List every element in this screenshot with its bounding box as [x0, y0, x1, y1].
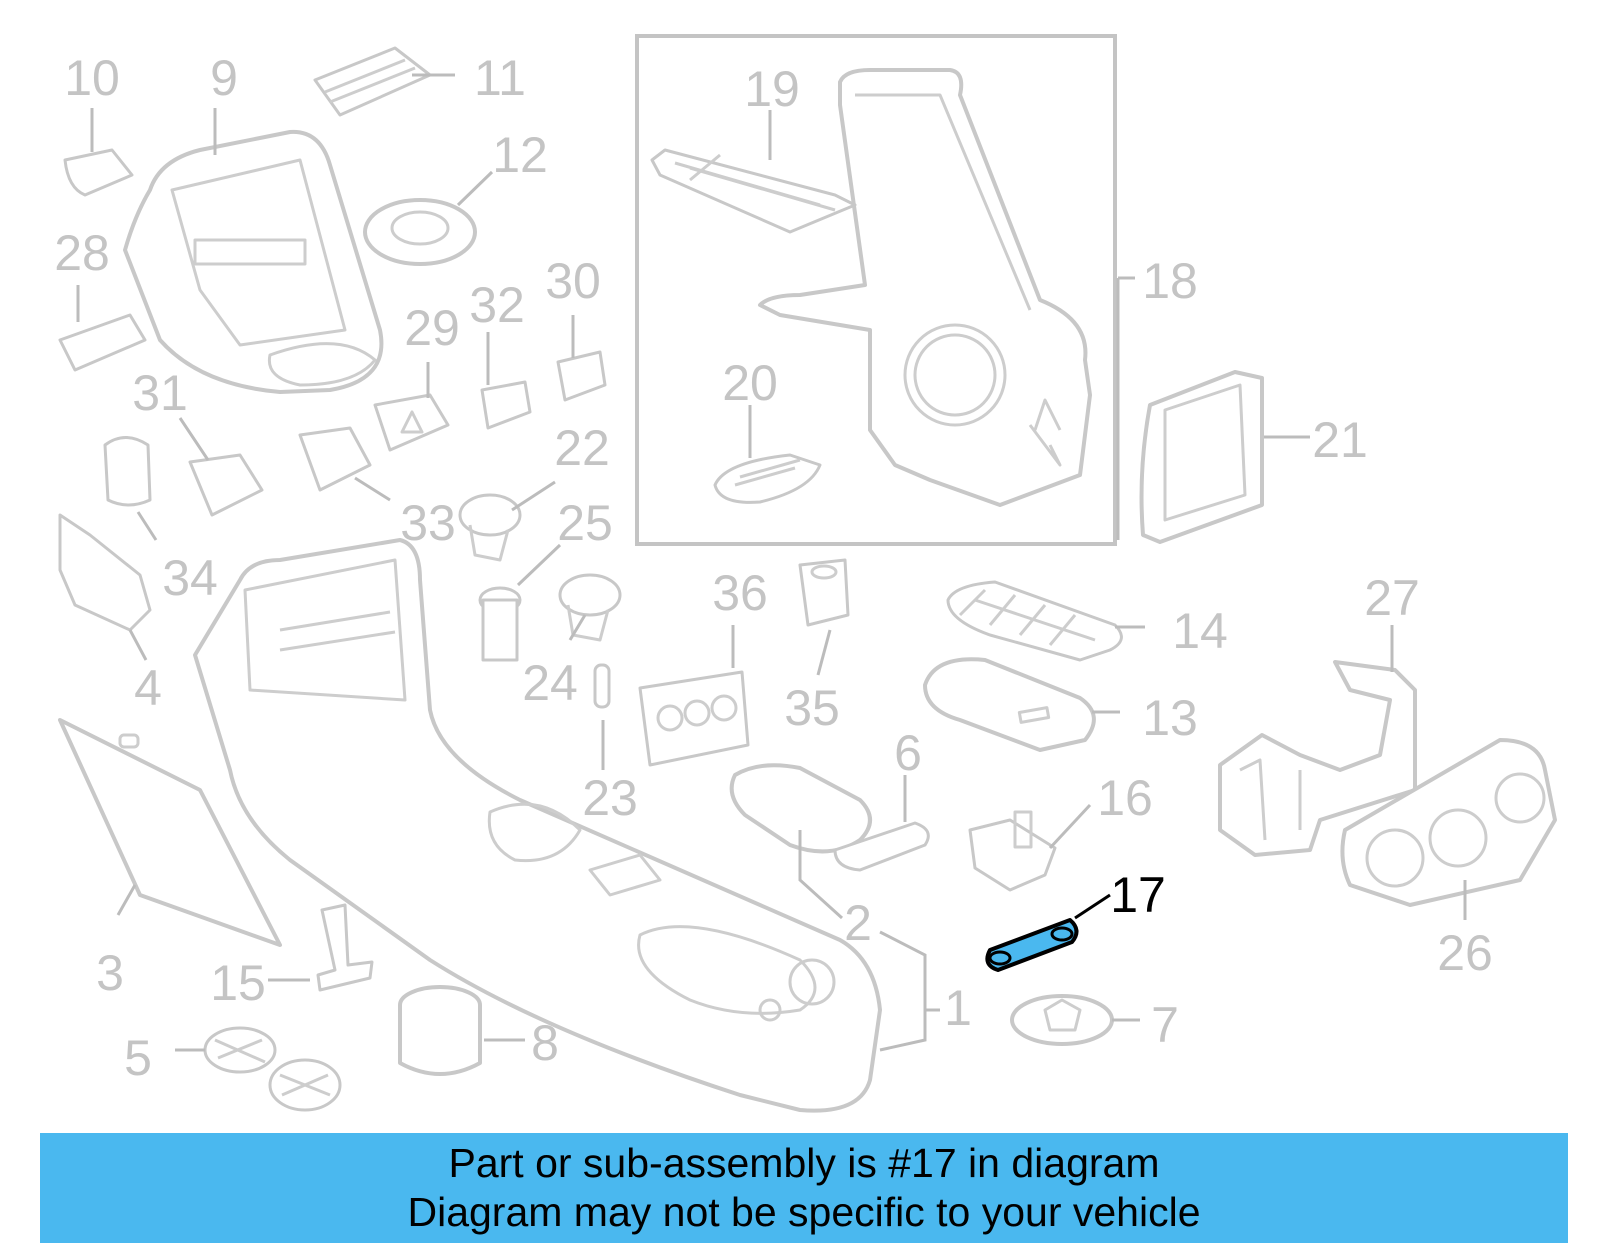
callout-27: 27 — [1364, 570, 1420, 626]
part-16-mount[interactable] — [968, 810, 1057, 892]
part-31-switch[interactable] — [188, 453, 264, 517]
callout-7: 7 — [1151, 997, 1179, 1053]
callout-17-highlighted: 17 — [1110, 867, 1166, 923]
callout-5: 5 — [124, 1030, 152, 1086]
callout-30: 30 — [545, 253, 601, 309]
callout-6: 6 — [894, 725, 922, 781]
part-5-grilles[interactable] — [203, 1026, 342, 1112]
part-34-knob[interactable] — [103, 436, 152, 507]
part-36-control-panel[interactable] — [638, 670, 750, 767]
part-29-hazard-switch[interactable] — [373, 393, 450, 452]
part-13-tray[interactable] — [923, 657, 1096, 752]
callout-36: 36 — [712, 565, 768, 621]
callout-11: 11 — [474, 50, 526, 106]
part-6-grille[interactable] — [833, 821, 930, 872]
leader-lines — [76, 73, 1467, 1052]
armrest-assembly-frame — [635, 34, 1117, 546]
part-27-housing[interactable] — [1218, 660, 1417, 857]
part-28-switch[interactable] — [58, 313, 147, 372]
callout-numbers: 10 9 11 12 28 29 32 30 31 22 33 25 34 4 … — [54, 50, 1493, 1086]
callout-14: 14 — [1172, 603, 1228, 659]
part-35-switch[interactable] — [798, 558, 850, 627]
callout-4: 4 — [134, 660, 162, 716]
part-9-console-bezel[interactable] — [123, 129, 384, 394]
callout-29: 29 — [404, 300, 460, 356]
callout-2: 2 — [844, 895, 872, 951]
callout-20: 20 — [722, 355, 778, 411]
callout-15: 15 — [210, 955, 266, 1011]
callout-12: 12 — [492, 127, 548, 183]
part-22-outlet[interactable] — [458, 493, 522, 562]
info-banner: Part or sub-assembly is #17 in diagram D… — [40, 1133, 1568, 1243]
callout-8: 8 — [531, 1015, 559, 1071]
part-25-socket[interactable] — [478, 586, 522, 662]
part-18-armrest[interactable] — [758, 68, 1092, 507]
part-30-switch[interactable] — [556, 350, 607, 402]
callout-16: 16 — [1097, 770, 1153, 826]
callout-25: 25 — [557, 495, 613, 551]
part-3-side-panel[interactable] — [58, 718, 282, 947]
callout-31: 31 — [132, 365, 188, 421]
part-4-bracket[interactable] — [58, 513, 152, 632]
callout-23: 23 — [582, 770, 638, 826]
part-32-switch[interactable] — [480, 380, 532, 430]
callout-26: 26 — [1437, 925, 1493, 981]
callout-3: 3 — [96, 945, 124, 1001]
part-26-climate-control[interactable] — [1340, 738, 1557, 907]
part-14-mat[interactable] — [946, 580, 1123, 662]
callout-24: 24 — [522, 655, 578, 711]
part-33-switch[interactable] — [298, 426, 372, 492]
part-20-insert[interactable] — [713, 453, 822, 504]
part-17-highlighted-tube[interactable] — [985, 918, 1079, 972]
part-7-disk[interactable] — [1010, 994, 1114, 1046]
banner-line-part: Part or sub-assembly is #17 in diagram — [448, 1140, 1160, 1186]
callout-28: 28 — [54, 225, 110, 281]
callout-1: 1 — [944, 980, 972, 1036]
part-11-vent[interactable] — [313, 46, 432, 117]
part-8-cup[interactable] — [398, 985, 482, 1076]
part-24-outlet[interactable] — [558, 573, 622, 642]
banner-line-disclaimer: Diagram may not be specific to your vehi… — [407, 1189, 1201, 1235]
callout-13: 13 — [1142, 690, 1198, 746]
part-1-center-console[interactable] — [193, 538, 882, 1113]
callout-32: 32 — [469, 277, 525, 333]
callout-34: 34 — [162, 550, 218, 606]
part-21-lid[interactable] — [1139, 370, 1264, 544]
part-10-clip[interactable] — [63, 148, 134, 197]
callout-22: 22 — [554, 420, 610, 476]
callout-33: 33 — [400, 495, 456, 551]
callout-35: 35 — [784, 680, 840, 736]
callout-18: 18 — [1142, 253, 1198, 309]
callout-10: 10 — [64, 50, 120, 106]
part-19-mat[interactable] — [650, 148, 857, 234]
callout-9: 9 — [210, 50, 238, 106]
part-12-shift-ring[interactable] — [363, 198, 477, 266]
part-23-bulb[interactable] — [593, 663, 611, 709]
callout-19: 19 — [744, 61, 800, 117]
parts-diagram: 10 9 11 12 28 29 32 30 31 22 33 25 34 4 … — [54, 34, 1557, 1113]
part-15-bracket[interactable] — [316, 903, 374, 992]
callout-21: 21 — [1312, 412, 1368, 468]
